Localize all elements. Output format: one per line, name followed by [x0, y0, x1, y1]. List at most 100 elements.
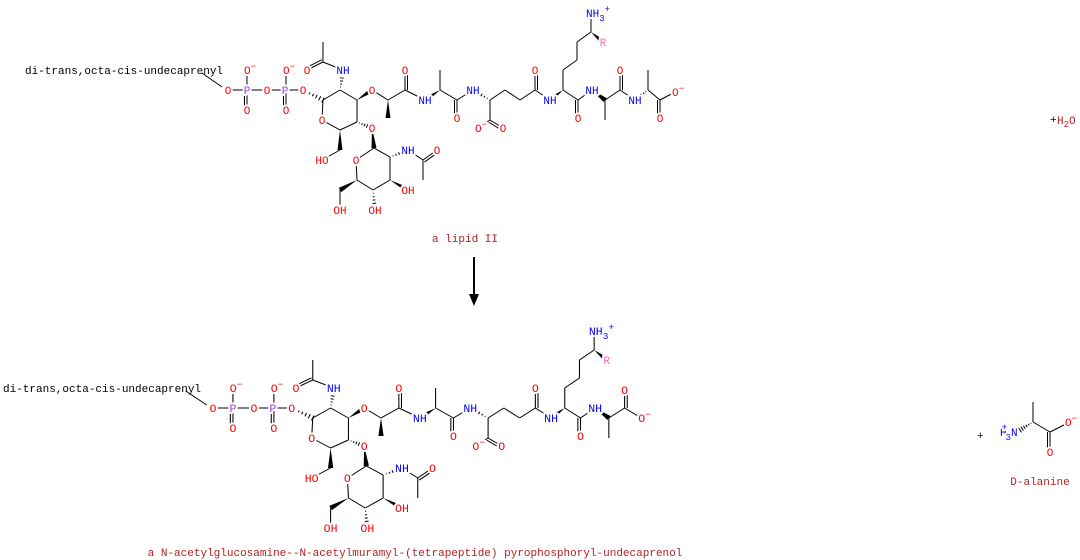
atom-label-r: R — [603, 356, 610, 368]
wedge-bond — [383, 498, 404, 511]
atom-label-o: O — [577, 432, 584, 444]
bond — [185, 390, 208, 406]
hashed-bond — [330, 389, 337, 406]
double-bond — [424, 151, 439, 163]
atom-label-oh: OH — [324, 524, 338, 536]
wedge-bond — [592, 90, 607, 102]
bond — [339, 89, 358, 101]
atom-label-oh: OH — [360, 524, 374, 536]
bond — [322, 61, 344, 71]
double-bond — [294, 377, 312, 387]
atom-label-o: O — [450, 432, 457, 444]
atom-label-oh: OH — [333, 206, 346, 218]
atom-label-p: P — [229, 404, 236, 416]
double-bond — [488, 121, 502, 131]
bond — [562, 89, 579, 101]
bond — [363, 407, 382, 419]
d-alanine-name: D-alanine — [1010, 477, 1069, 489]
lipid-ii-chain-label: di-trans,octa-cis-undecaprenyl — [25, 66, 223, 78]
bond — [355, 159, 358, 181]
bond — [387, 89, 406, 101]
double-bond — [486, 439, 501, 449]
bond — [535, 407, 552, 419]
wedge-bond — [390, 180, 410, 193]
water-formula: H2O — [1057, 116, 1076, 130]
water-plus-sign: + — [1050, 115, 1057, 127]
d-alanine-amine-label: H3N+ — [1000, 423, 1018, 443]
atom-label-nh: NH — [466, 86, 479, 98]
bond — [477, 119, 491, 129]
bond — [519, 407, 536, 419]
bond — [371, 89, 389, 101]
double-bond — [306, 61, 324, 71]
bond — [366, 465, 384, 476]
atom-label-nh: NH — [585, 86, 598, 98]
bond — [504, 89, 521, 101]
atom-label-o: O — [283, 106, 290, 118]
atom-label-o: O — [300, 86, 307, 98]
bond — [311, 437, 331, 449]
bond — [435, 407, 454, 419]
bond — [330, 439, 349, 449]
atom-label-nh: NH — [401, 146, 414, 158]
atom-label-nh: NH — [395, 464, 409, 476]
bond — [487, 407, 505, 419]
wedge-bond — [371, 128, 377, 149]
atom-label-o: O — [264, 86, 271, 98]
atom-label-ho: HO — [315, 156, 329, 168]
double-bond — [487, 437, 503, 447]
bond — [580, 407, 596, 419]
hashed-bond — [632, 90, 647, 103]
atom-label-o: O — [270, 424, 277, 436]
atom-label-o: O — [532, 66, 539, 78]
hashed-bond — [1018, 422, 1032, 433]
bond — [564, 377, 580, 389]
hashed-bond — [358, 122, 374, 131]
bond — [577, 89, 593, 101]
atom-label-o: O — [308, 434, 315, 446]
product-name: a N-acetylglucosamine--N-acetylmuramyl-(… — [148, 548, 683, 560]
product-chain-label: di-trans,octa-cis-undecaprenyl — [3, 384, 201, 396]
atom-label-p: P — [244, 86, 251, 98]
hashed-bond — [372, 192, 378, 211]
bond — [404, 89, 426, 101]
wedge-bond — [595, 408, 611, 420]
bond — [624, 407, 642, 419]
atom-label-o: O — [454, 114, 461, 126]
atom-label-o-minus: O− — [472, 437, 485, 454]
atom-label-o: O — [288, 404, 295, 416]
hashed-bond — [305, 91, 325, 103]
wedge-bond — [418, 408, 436, 421]
bond — [364, 497, 384, 509]
bond — [339, 121, 358, 131]
bond — [407, 149, 424, 161]
hashed-bond — [294, 409, 315, 421]
bond — [321, 149, 341, 161]
atom-label-o: O — [353, 156, 360, 168]
wedge-bond — [357, 87, 374, 100]
atom-label-p: P — [269, 404, 276, 416]
atom-label-nh: NH — [543, 96, 556, 108]
atom-label-nh: NH — [588, 404, 602, 416]
bond — [321, 99, 324, 121]
atom-label-nh: NH — [544, 414, 558, 426]
wedge-bond — [548, 90, 563, 102]
atom-label-nh3: NH3+ — [589, 322, 614, 342]
atom-label-o-minus: O− — [230, 379, 243, 396]
wedge-bond — [423, 90, 440, 103]
wedge-bond — [348, 405, 366, 418]
atom-label-ho: HO — [305, 474, 319, 486]
bond — [322, 89, 341, 101]
atom-label-o: O — [304, 66, 311, 78]
double-bond — [417, 467, 433, 479]
wedge-bond — [329, 498, 349, 511]
atom-label-o: O — [292, 384, 299, 396]
atom-label-o-minus: O− — [672, 84, 684, 100]
wedge-bond — [385, 100, 391, 118]
bond — [398, 407, 421, 419]
bond — [330, 407, 349, 419]
wedge-bond — [363, 446, 369, 467]
atom-label-o: O — [621, 386, 628, 398]
lipid-ii-name: a lipid II — [432, 234, 498, 246]
atom-label-o: O — [429, 464, 436, 476]
